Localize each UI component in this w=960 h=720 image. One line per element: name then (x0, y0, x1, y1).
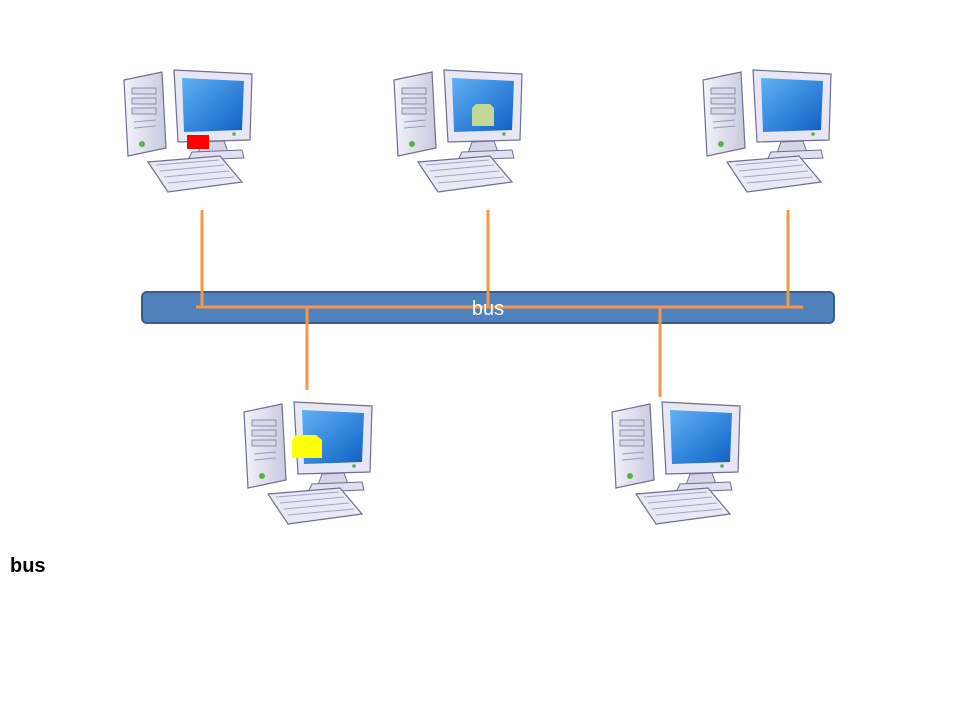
computer-top-middle (393, 69, 523, 193)
bus-label: bus (472, 298, 504, 320)
data-packet-green (472, 104, 494, 126)
caption-text: bus (10, 555, 46, 577)
computer-bottom-right (611, 401, 741, 525)
data-packet-red (187, 135, 209, 149)
data-packet-yellow (292, 435, 322, 458)
computer-top-left (123, 69, 253, 193)
computer-top-right (702, 69, 832, 193)
bus-cables (196, 210, 803, 397)
computer-bottom-left (243, 401, 373, 525)
